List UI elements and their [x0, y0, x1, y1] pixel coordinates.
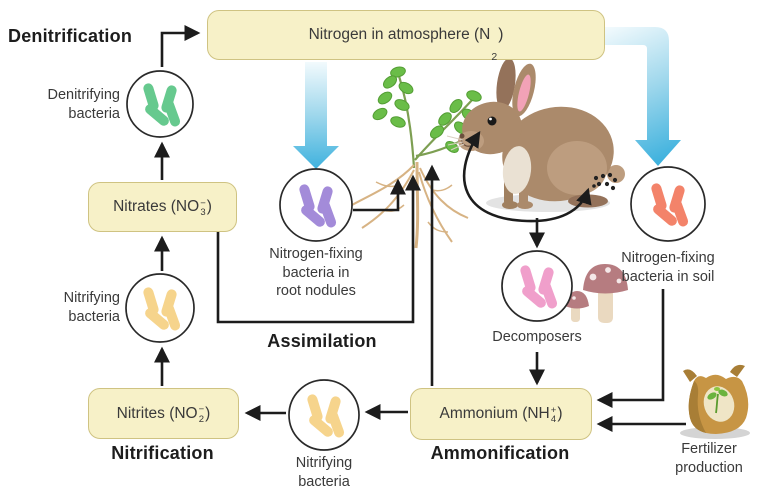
flow-arrows	[153, 24, 686, 433]
nitrates-box: Nitrates (NO−3)	[88, 182, 237, 232]
atmosphere-to-nodules-arrow	[293, 62, 339, 169]
fertilizer-production-label: Fertilizer production	[675, 441, 743, 476]
ammonification-label: Ammonification	[430, 443, 570, 463]
mushrooms-icon	[565, 264, 628, 323]
fertilizer-sack-icon	[680, 364, 750, 439]
atmosphere-box-subscript: 2	[491, 51, 498, 63]
nitrification-label: Nitrification	[111, 443, 214, 463]
atmosphere-box-label: Nitrogen in atmosphere (N	[308, 26, 491, 43]
arrow-denitrifying-to-atmosphere	[160, 24, 201, 67]
denitrifying-bacteria-icon	[126, 70, 194, 138]
ammonium-box: Ammonium (NH+4)	[410, 388, 592, 440]
nitrifying-bacteria-left-label: Nitrifying bacteria	[63, 290, 120, 325]
nitrites-box-label: Nitrites (NO	[116, 404, 198, 422]
atmosphere-to-soil-arrow	[600, 27, 681, 166]
arrow-soil-bacteria-to-ammonium	[596, 289, 665, 409]
ammonium-box-label: Ammonium (NH	[439, 405, 550, 422]
root-nodule-bacteria-icon	[279, 168, 353, 242]
denitrifying-bacteria-label: Denitrifying bacteria	[47, 87, 120, 122]
denitrification-label: Denitrification	[8, 26, 133, 46]
arrow-rabbit-cycle	[462, 130, 592, 223]
decomposer-bacteria-icon	[501, 250, 573, 322]
soil-bacteria-label: Nitrogen-fixing bacteria in soil	[621, 250, 715, 285]
arrow-nitrates-to-plant-assimilation	[216, 174, 422, 324]
nitrifying-bacteria-bottom-icon	[288, 379, 360, 451]
nitrifying-bacteria-bottom-label: Nitrifying bacteria	[295, 455, 353, 490]
arrow-nodule-bacteria-to-roots	[353, 178, 407, 212]
root-nodule-bacteria-label: Nitrogen-fixing bacteria in root nodules	[269, 246, 363, 300]
droppings-icon	[592, 172, 618, 191]
nitrifying-bacteria-left-icon	[125, 273, 195, 343]
nitrates-box-label: Nitrates (NO	[113, 198, 200, 215]
decomposers-label: Decomposers	[492, 329, 582, 345]
nitrites-box: Nitrites (NO−2)	[88, 388, 239, 439]
assimilation-label: Assimilation	[267, 331, 377, 351]
soil-bacteria-icon	[630, 166, 706, 242]
rabbit-icon	[446, 58, 625, 212]
